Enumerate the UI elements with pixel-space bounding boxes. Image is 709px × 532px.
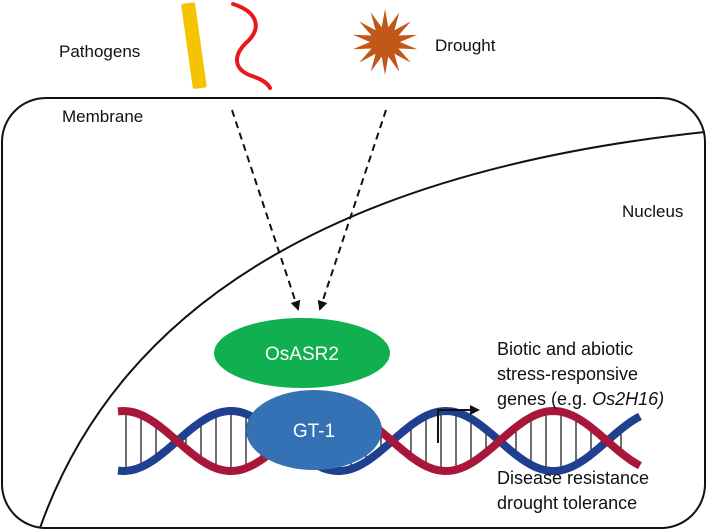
gt1-node: [246, 390, 382, 470]
genes-line-2: stress-responsive: [497, 364, 638, 384]
genes-line-3-prefix: genes (e.g.: [497, 389, 592, 409]
cell-membrane: [1, 97, 706, 529]
os2h16-gene: Os2H16): [592, 389, 664, 409]
genes-line-3: genes (e.g. Os2H16): [497, 389, 664, 409]
gt1-label: GT-1: [293, 421, 335, 442]
dna-strand-blue: [117, 406, 642, 476]
pathogens-label: Pathogens: [59, 42, 140, 61]
osasr2-node: [214, 318, 390, 388]
outcome-line-2: drought tolerance: [497, 493, 637, 513]
drought-star-icon: [352, 9, 418, 75]
transcription-arrow: [437, 405, 480, 443]
membrane-label: Membrane: [62, 107, 143, 126]
outcome-line-1: Disease resistance: [497, 468, 649, 488]
nucleus-label: Nucleus: [622, 202, 683, 221]
pathogen-rod-icon: [181, 2, 207, 89]
nucleus-boundary: [39, 131, 706, 529]
pathogen-signal-arrow: [231, 109, 301, 311]
osasr2-label: OsASR2: [265, 344, 339, 365]
genes-line-1: Biotic and abiotic: [497, 339, 633, 359]
pathogen-wave-icon: [231, 2, 272, 90]
drought-label: Drought: [435, 36, 496, 55]
drought-signal-arrow: [317, 109, 387, 311]
